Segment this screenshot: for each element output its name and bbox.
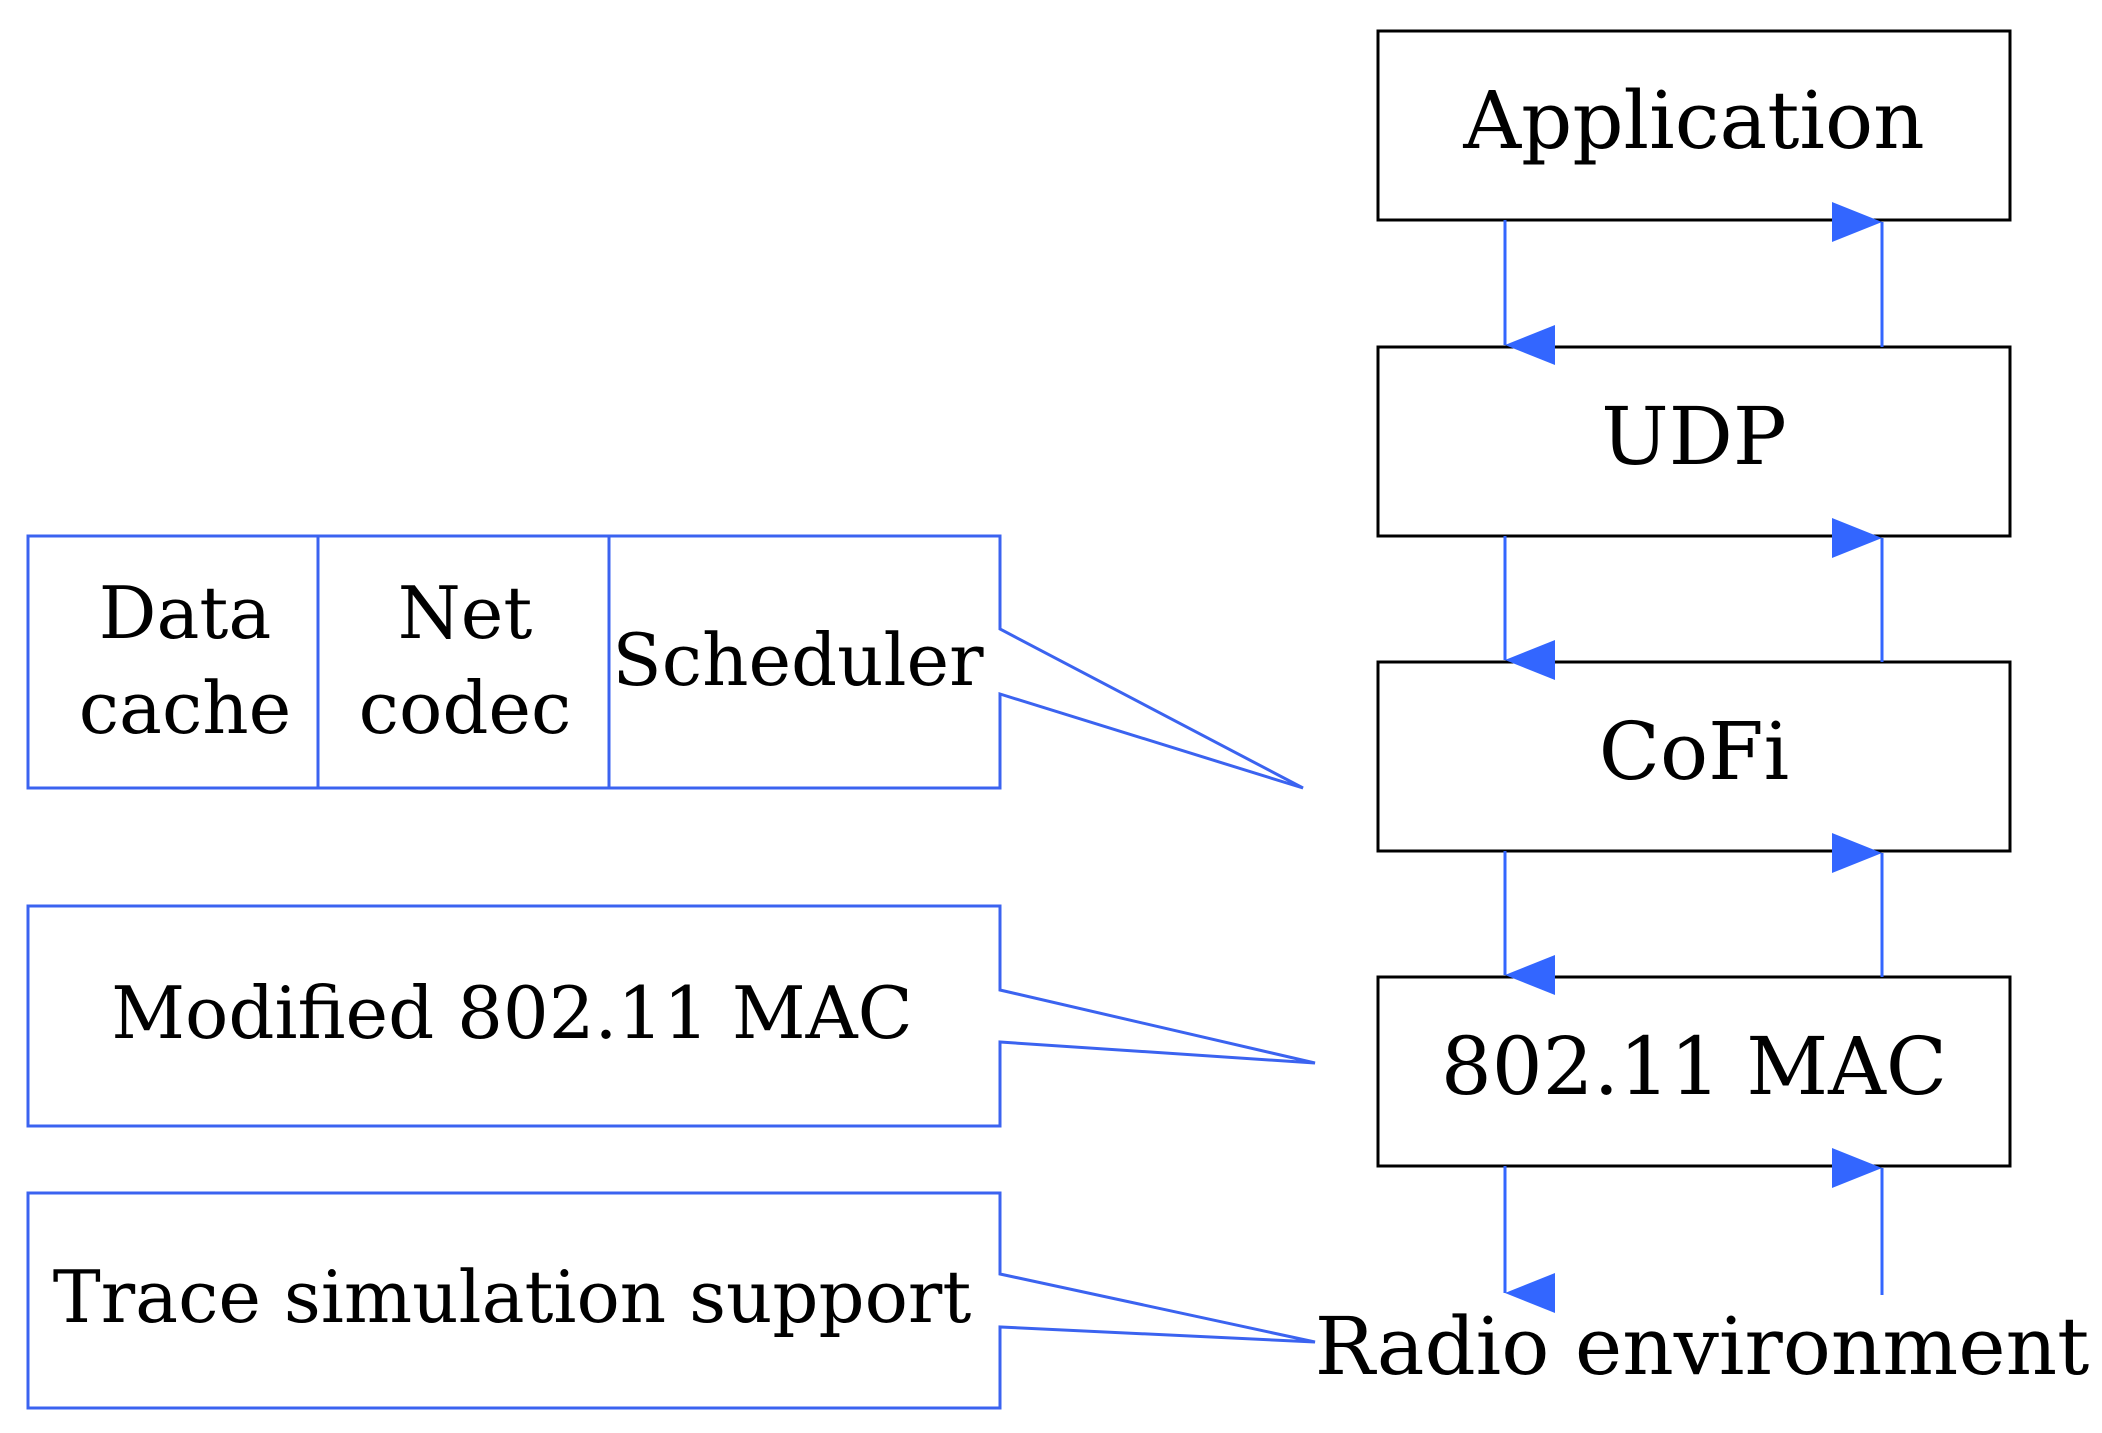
radio-environment-label: Radio environment	[1315, 1300, 2090, 1393]
trace-support-label: Trace simulation support	[53, 1255, 972, 1339]
net-codec-label-line2: codec	[359, 666, 572, 750]
stack-mac: 802.11 MAC	[1376, 975, 2012, 1168]
stack-arrows	[1503, 202, 1884, 1313]
data-cache-label-line2: cache	[79, 666, 292, 750]
modified-mac-callout: Modified 802.11 MAC	[26, 904, 1316, 1128]
net-codec-label-line1: Net	[398, 571, 533, 655]
cofi-components-callout: Data cache Net codec Scheduler	[26, 534, 1304, 790]
stack-mac-label: 802.11 MAC	[1441, 1020, 1947, 1113]
stack-cofi-label: CoFi	[1599, 705, 1789, 798]
trace-support-callout: Trace simulation support	[26, 1191, 1316, 1410]
stack-cofi: CoFi	[1376, 660, 2012, 853]
stack-udp-label: UDP	[1601, 390, 1786, 483]
stack-application-label: Application	[1462, 74, 1924, 167]
modified-mac-label: Modified 802.11 MAC	[111, 971, 912, 1055]
stack-udp: UDP	[1376, 345, 2012, 538]
scheduler-label: Scheduler	[612, 618, 984, 702]
stack-application: Application	[1376, 29, 2012, 222]
data-cache-label-line1: Data	[99, 571, 272, 655]
